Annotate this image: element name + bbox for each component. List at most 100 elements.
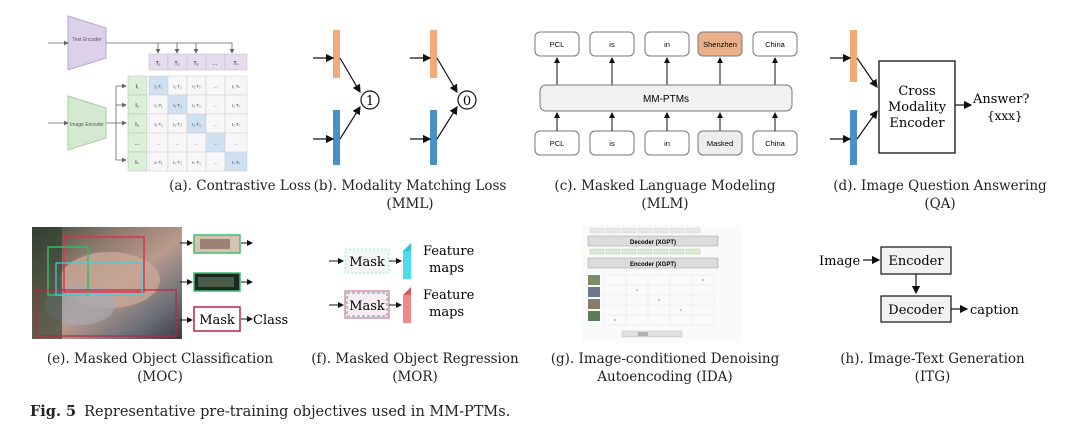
caption-b: (b). Modality Matching Loss (MML): [290, 177, 530, 213]
caption-a: (a). Contrastive Loss: [140, 177, 340, 195]
image-encoder-label: Image Encoder: [70, 122, 104, 128]
caption-output-label: caption: [970, 303, 1020, 318]
caption-c-line1: (c). Masked Language Modeling: [554, 178, 776, 194]
text-token-row: T₁ T₂ T₃ ... Tₙ: [148, 53, 248, 71]
output-token-box: [752, 31, 798, 57]
caption-a-line1: (a). Contrastive Loss: [169, 178, 311, 194]
mask-label-1: Mask: [349, 255, 385, 270]
caption-g: (g). Image-conditioned Denoising Autoenc…: [540, 350, 790, 386]
matrix-cell-label: ...: [214, 141, 218, 146]
feature-line: Feature: [423, 244, 475, 259]
image-input-label: Image: [819, 254, 861, 269]
figure-caption-text: Representative pre-training objectives u…: [84, 404, 511, 420]
image-feature-bar: [430, 110, 437, 165]
class-label: Class: [253, 313, 288, 328]
text-token: ...: [213, 61, 217, 67]
image-token-column: I₁ I₂ I₃ ... Iₙ: [127, 75, 148, 172]
matrix-cell-label: ...: [234, 141, 238, 146]
encoder-box: [880, 246, 952, 275]
matrix-cell-label: I₂·Tₙ: [232, 103, 241, 108]
modality-matching-diagram: 1 0: [313, 30, 477, 165]
mask-label-2: Mask: [349, 299, 385, 314]
match-node: [360, 90, 380, 110]
panel-masked-object-regression: Mask Feature maps Mask Feature maps: [325, 235, 510, 330]
matrix-cell-label: ...: [157, 141, 161, 146]
mm-ptms-label: MM-PTMs: [643, 94, 689, 105]
caption-d-line1: (d). Image Question Answering: [833, 178, 1047, 194]
image-feature-bar: [850, 110, 857, 165]
panel-image-qa: Cross Modality Encoder Answer? {xxx}: [815, 25, 1075, 170]
encoder-line: Cross: [898, 84, 935, 99]
masked-region-2: [344, 290, 390, 319]
panel-ida: Decoder (XGPT) Encoder (XGPT): [582, 225, 742, 343]
caption-h: (h). Image-Text Generation (ITG): [810, 350, 1055, 386]
qa-diagram: Cross Modality Encoder Answer? {xxx}: [830, 30, 1029, 165]
ida-diagram: Decoder (XGPT) Encoder (XGPT): [582, 225, 742, 343]
matrix-cell-label: ...: [214, 103, 218, 108]
caption-e: (e). Masked Object Classification (MOC): [25, 350, 295, 386]
encoder-label: Encoder: [888, 254, 944, 269]
bbox-red: [63, 236, 145, 293]
matrix-cell-label: I₂·T₂: [173, 103, 182, 108]
caption-c: (c). Masked Language Modeling (MLM): [535, 177, 795, 213]
caption-f-line1: (f). Masked Object Regression: [311, 351, 519, 367]
text-token: T₃: [193, 61, 198, 67]
caption-g-line2: Autoencoding (IDA): [597, 369, 733, 385]
panel-modality-matching: 1 0: [305, 25, 505, 170]
feature-line: Feature: [423, 288, 475, 303]
image-token: I₃: [135, 122, 138, 128]
caption-g-line1: (g). Image-conditioned Denoising: [550, 351, 780, 367]
text-token: Tₙ: [233, 61, 238, 67]
decoder-label: Decoder (XGPT): [630, 240, 676, 246]
matrix-cell-label: I₃·T₁: [154, 122, 163, 127]
matrix-cell-label: I₁·Tₙ: [232, 84, 241, 89]
image-token: I₁: [135, 84, 138, 90]
itg-diagram: Image Encoder Decoder caption: [819, 246, 1020, 323]
output-token-box: [697, 31, 743, 57]
encoder-line: Modality: [888, 100, 947, 115]
matrix-cell-label: I₂·T₁: [154, 103, 163, 108]
output-token-label: in: [664, 40, 670, 49]
encoder-block: [587, 257, 719, 269]
output-token-label: PCL: [550, 40, 565, 49]
caption-b-line1: (b). Modality Matching Loss: [313, 178, 507, 194]
matrix-cell-label: ...: [195, 141, 199, 146]
matrix-cell-label: I₁·T₂: [173, 84, 182, 89]
masked-object-crop: [193, 306, 241, 332]
output-token-box: [534, 31, 580, 57]
mismatch-node: [457, 90, 477, 110]
output-token-label: Shenzhen: [703, 40, 737, 49]
input-token-label: China: [765, 139, 785, 148]
mismatch-label: 0: [463, 94, 471, 109]
answer-label: Answer?: [972, 92, 1029, 107]
matrix-cell-label: I₂·T₃: [192, 103, 201, 108]
matrix-cell-label: Iₙ·T₃: [192, 160, 201, 165]
caption-b-line2: (MML): [386, 196, 434, 212]
matrix-cell-label: Iₙ·Tₙ: [232, 160, 241, 165]
caption-h-line1: (h). Image-Text Generation: [840, 351, 1025, 367]
input-token-label: Masked: [707, 139, 733, 148]
text-encoder-shape: [67, 15, 107, 71]
panel-image-text-generation: Image Encoder Decoder caption: [815, 240, 1065, 330]
image-token: ...: [135, 141, 139, 147]
caption-d-line2: (QA): [924, 196, 956, 212]
text-feature-bar: [430, 30, 437, 78]
output-token-box: [589, 31, 635, 57]
matrix-cell-label: ...: [214, 122, 218, 127]
caption-d: (d). Image Question Answering (QA): [805, 177, 1075, 213]
answer-value: {xxx}: [987, 109, 1023, 123]
decoder-block: [587, 235, 719, 247]
matrix-cell-label: Iₙ·T₁: [154, 160, 163, 165]
mm-ptms-box: [539, 84, 793, 112]
matrix-cell-label: I₃·T₂: [173, 122, 182, 127]
matrix-cell-label: I₁·T₁: [155, 84, 164, 89]
matrix-diagonal-cell: [224, 151, 248, 172]
matrix-cell-label: Iₙ·T₂: [173, 160, 182, 165]
decoder-label: Decoder: [888, 303, 944, 318]
image-token: Iₙ: [135, 160, 138, 166]
